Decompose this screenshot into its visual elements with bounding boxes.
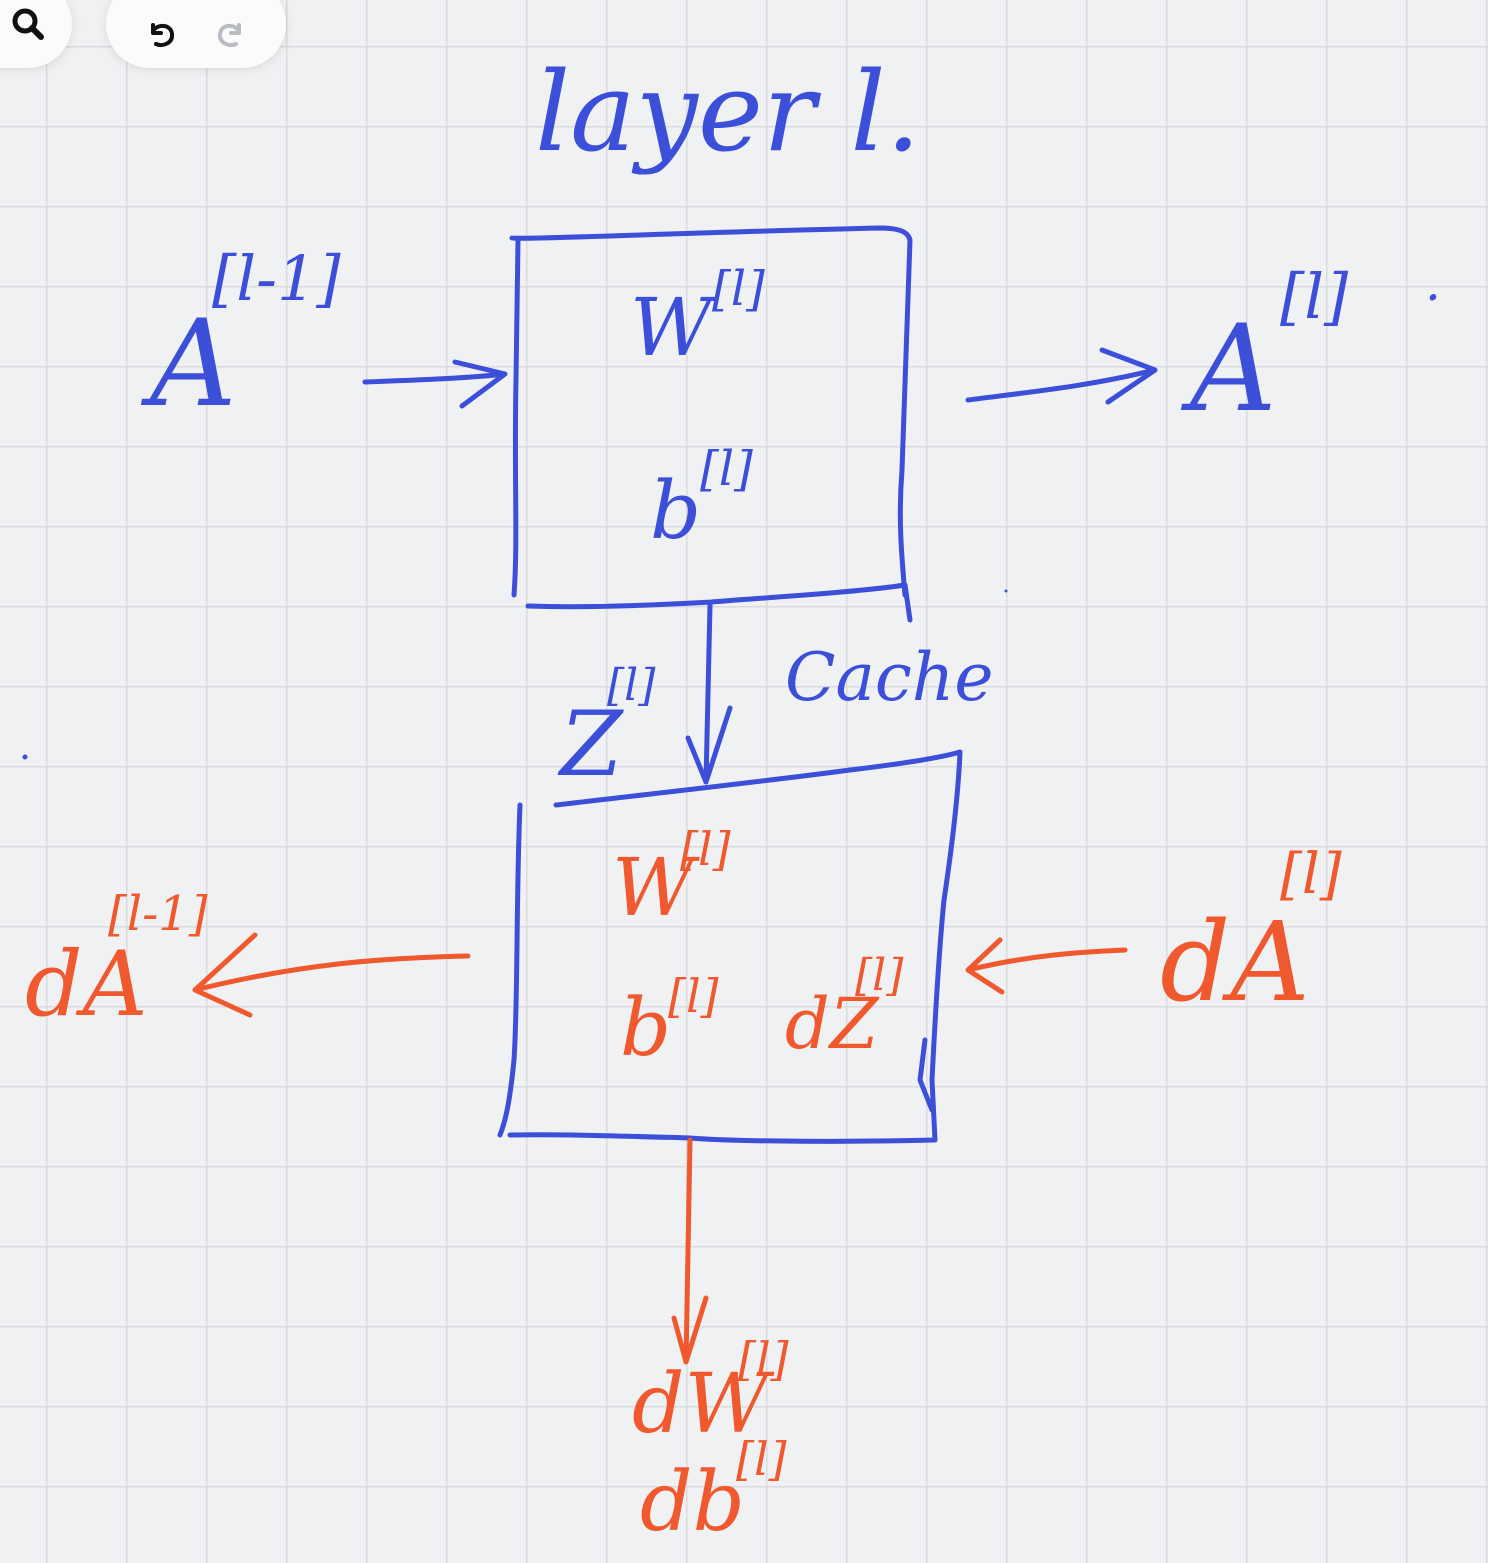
svg-text:[l-1]: [l-1]: [212, 242, 341, 315]
svg-text:dZ: dZ: [785, 983, 880, 1065]
redo-button[interactable]: [209, 11, 253, 55]
svg-text:[l]: [l]: [607, 660, 656, 711]
forward-weight-label: W [l]: [630, 261, 765, 374]
cache-label: Cache: [785, 639, 993, 716]
redo-icon: [217, 23, 241, 47]
forward-box-corner: [902, 582, 913, 623]
grad-b-label: db [l]: [640, 1432, 787, 1550]
search-toolbar: [0, 0, 72, 68]
svg-text:.: .: [1425, 254, 1441, 312]
svg-text:Z: Z: [557, 692, 624, 797]
backward-input-arrow: [965, 937, 1128, 995]
svg-text:[l]: [l]: [668, 969, 719, 1023]
backward-grad-z-label: dZ [l]: [785, 950, 904, 1065]
svg-text:dA: dA: [25, 932, 148, 1037]
svg-text:[l-1]: [l-1]: [108, 886, 208, 942]
svg-text:[l]: [l]: [1280, 842, 1342, 907]
backward-output-label: dA [l-1]: [25, 886, 208, 1037]
svg-text:dW: dW: [632, 1357, 774, 1452]
backward-layer-box: [497, 749, 963, 1144]
svg-text:[l]: [l]: [680, 822, 731, 876]
forward-bias-label: b [l]: [650, 441, 753, 557]
search-icon: [12, 8, 44, 40]
svg-text:b: b: [620, 981, 671, 1074]
svg-text:[l]: [l]: [1280, 260, 1349, 333]
svg-text:[l]: [l]: [700, 441, 753, 497]
grad-w-label: dW [l]: [632, 1332, 789, 1452]
backward-weight-label: W [l]: [612, 822, 731, 934]
undo-icon: [151, 23, 175, 47]
stray-dot: [22, 754, 28, 760]
svg-text:[l]: [l]: [736, 1432, 787, 1486]
cache-arrow: [685, 602, 733, 785]
forward-input-label: A [l-1]: [140, 242, 341, 434]
backward-bias-label: b [l]: [620, 969, 719, 1074]
forward-output-arrow: [965, 347, 1158, 405]
svg-text:W: W: [612, 841, 700, 934]
svg-text:Cache: Cache: [785, 639, 993, 716]
undo-button[interactable]: [139, 11, 183, 55]
search-button[interactable]: [6, 2, 50, 46]
svg-text:db: db: [640, 1455, 745, 1550]
backward-input-label: dA [l]: [1160, 842, 1342, 1026]
forward-layer-box: [509, 225, 913, 610]
svg-text:[l]: [l]: [738, 1332, 789, 1386]
backward-grad-arrow: [671, 1137, 709, 1365]
svg-text:layer l.: layer l.: [535, 48, 921, 176]
backward-output-arrow: [192, 932, 471, 1018]
stray-dot: [1004, 589, 1008, 593]
svg-text:A: A: [140, 295, 237, 434]
svg-text:[l]: [l]: [712, 261, 765, 317]
forward-output-label: A [l] .: [1180, 254, 1441, 439]
svg-text:b: b: [650, 464, 701, 557]
diagram-title: layer l.: [535, 48, 921, 176]
forward-input-arrow: [362, 359, 508, 409]
svg-text:[l]: [l]: [855, 950, 904, 1001]
svg-text:dA: dA: [1160, 898, 1310, 1026]
svg-text:A: A: [1180, 300, 1277, 439]
cache-z-label: Z [l]: [557, 660, 656, 797]
history-toolbar: [106, 0, 286, 68]
svg-text:W: W: [630, 281, 718, 374]
